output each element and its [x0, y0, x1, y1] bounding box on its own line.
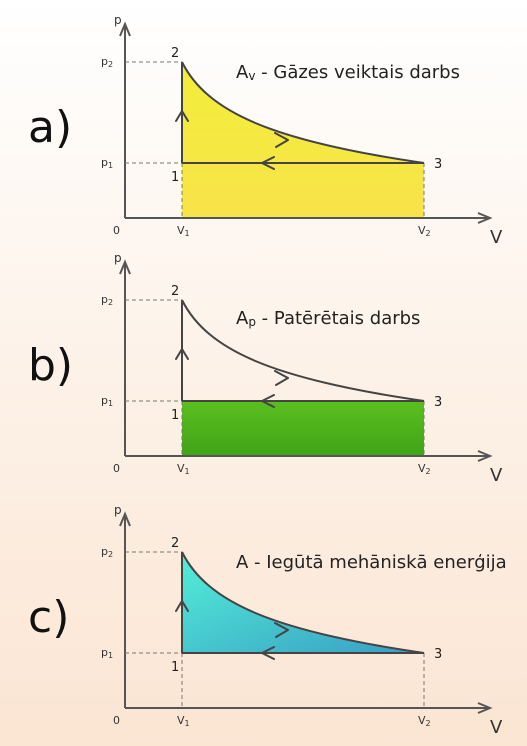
p2-tick: p2 [101, 293, 113, 307]
point-3-label: 3 [434, 647, 442, 662]
point-2-label: 2 [171, 284, 179, 299]
expansion-curve [181, 61, 425, 164]
point-3-label: 3 [434, 395, 442, 410]
up-arrow-icon [175, 600, 189, 612]
y-axis-label: p [114, 251, 122, 265]
x-axis-label: V [490, 465, 503, 486]
right-arrow-icon [274, 370, 289, 386]
panel-caption: Ap - Patērētais darbs [236, 308, 420, 329]
v2-tick: V2 [418, 462, 431, 476]
v1-tick: V1 [177, 224, 190, 238]
x-axis-label: V [490, 717, 503, 738]
x-axis-arrow-icon [477, 702, 493, 714]
left-arrow-icon [261, 646, 275, 660]
x-axis-arrow-icon [477, 450, 493, 462]
origin-label: 0 [113, 714, 120, 727]
point-2-label: 2 [171, 536, 179, 551]
point-1-label: 1 [171, 660, 179, 675]
point-1-label: 1 [171, 408, 179, 423]
work-area [182, 552, 424, 653]
panel-letter: a) [28, 102, 72, 153]
v2-tick: V2 [418, 224, 431, 238]
right-arrow-icon [274, 132, 289, 148]
p1-tick: p1 [101, 646, 113, 660]
v1-tick: V1 [177, 714, 190, 728]
y-axis-label: p [114, 503, 122, 517]
v2-tick: V2 [418, 714, 431, 728]
p2-tick: p2 [101, 55, 113, 69]
y-axis-arrow-icon [119, 259, 131, 275]
expansion-curve [181, 299, 425, 402]
origin-label: 0 [113, 224, 120, 237]
work-area [182, 401, 424, 456]
panel-caption: A - Iegūtā mehāniskā enerģija [236, 552, 507, 573]
right-arrow-icon [274, 622, 289, 638]
point-3-label: 3 [434, 157, 442, 172]
panel-letter: b) [28, 340, 73, 391]
expansion-curve [181, 551, 425, 654]
y-axis-arrow-icon [119, 511, 131, 527]
p1-tick: p1 [101, 156, 113, 170]
x-axis-label: V [490, 227, 503, 248]
left-arrow-icon [261, 394, 275, 408]
x-axis-arrow-icon [477, 212, 493, 224]
p2-tick: p2 [101, 545, 113, 559]
origin-label: 0 [113, 462, 120, 475]
y-axis-label: p [114, 13, 122, 27]
y-axis-arrow-icon [119, 21, 131, 37]
point-1-label: 1 [171, 170, 179, 185]
v1-tick: V1 [177, 462, 190, 476]
left-arrow-icon [261, 156, 275, 170]
up-arrow-icon [175, 110, 189, 122]
point-2-label: 2 [171, 46, 179, 61]
p1-tick: p1 [101, 394, 113, 408]
up-arrow-icon [175, 348, 189, 360]
panel-caption: Av - Gāzes veiktais darbs [236, 62, 460, 83]
panel-letter: c) [28, 592, 69, 643]
